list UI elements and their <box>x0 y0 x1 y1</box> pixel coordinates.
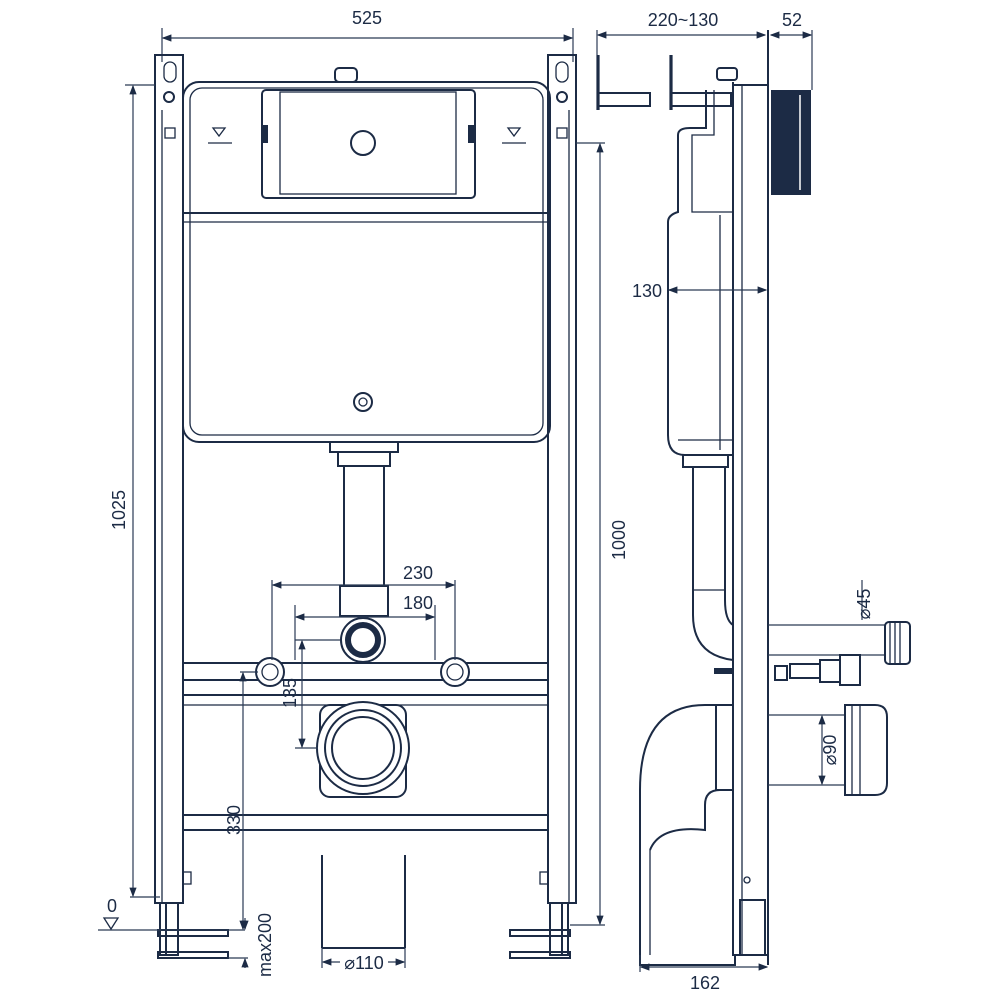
flush-plate-opening <box>261 89 476 199</box>
cistern-depth-label: 130 <box>632 281 662 301</box>
cistern <box>182 67 551 443</box>
waste-outlet <box>316 701 410 798</box>
front-view: 525 <box>98 8 629 977</box>
dimension-bracket-depth: 220~130 <box>596 10 767 55</box>
waste-pipe-label: ⌀110 <box>344 953 384 973</box>
frame-height-label: 1025 <box>109 490 129 530</box>
flush-valve-hole <box>350 130 376 156</box>
wall-brackets <box>596 55 738 110</box>
width-label: 525 <box>352 8 382 28</box>
waste-bend-label: ⌀90 <box>820 735 840 766</box>
total-height-label: 1000 <box>609 520 629 560</box>
floor-level-label: 0 <box>107 896 117 916</box>
foot-adjust-label: max200 <box>255 913 275 977</box>
dimension-135: 135 <box>280 639 340 749</box>
pad-depth-label: 52 <box>782 10 802 30</box>
dimension-frame-height: 1025 <box>109 84 160 898</box>
foot-right <box>509 902 571 959</box>
dimension-inlet-230: 230 <box>271 563 456 660</box>
inlet-spacing-inner-label: 180 <box>403 593 433 613</box>
dimension-inlet-180: 180 <box>294 593 436 660</box>
flush-pipe-side <box>692 467 734 661</box>
dimension-cistern-depth: 130 <box>632 281 768 301</box>
frame-upright-right <box>539 54 577 904</box>
waste-pipe: ⌀110 <box>321 855 406 973</box>
dimension-330: 330 <box>224 671 258 931</box>
floor-level-triangle-icon <box>102 917 120 931</box>
valve-block <box>774 665 788 681</box>
waste-bend: ⌀90 <box>639 704 888 966</box>
flush-pipe <box>329 441 399 617</box>
base-depth-label: 162 <box>690 973 720 993</box>
waste-height-label: 330 <box>224 805 244 835</box>
dimension-total-height: 1000 <box>570 142 629 926</box>
dimension-base-depth: 162 <box>639 955 769 993</box>
flush-outlet <box>340 617 386 663</box>
inlet-spacing-outer-label: 230 <box>403 563 433 583</box>
dimension-pad-depth: 52 <box>769 10 813 90</box>
cistern-side <box>667 82 734 468</box>
frame-upright-left <box>154 54 192 904</box>
floor-level: 0 max200 <box>98 896 275 977</box>
dimension-width: 525 <box>161 8 574 62</box>
bracket-depth-label: 220~130 <box>648 10 719 30</box>
water-inlet-right <box>440 657 470 687</box>
side-view: 220~130 52 <box>596 10 911 993</box>
flush-connector: ⌀45 <box>768 580 911 686</box>
frame-side <box>732 84 769 956</box>
flush-to-waste-label: 135 <box>280 678 300 708</box>
inlet-cap <box>334 67 358 83</box>
flush-pipe-label: ⌀45 <box>854 589 874 620</box>
side-foot <box>739 899 766 956</box>
sound-insulation-pad <box>771 90 811 195</box>
water-level-marks <box>211 127 522 138</box>
drain-screw <box>353 392 373 412</box>
